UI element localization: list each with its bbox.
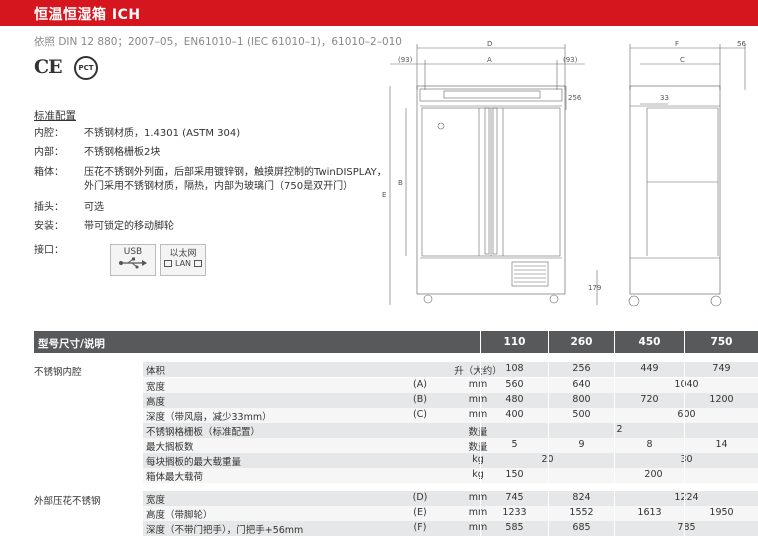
dim-179: 179 (588, 284, 601, 292)
dim-56: 56 (737, 40, 746, 48)
config-key: 内部： (34, 147, 64, 158)
dim-l93: (93) (398, 56, 413, 64)
config-value: 可选 (84, 202, 104, 213)
usb-label: USB (123, 247, 143, 257)
lan-label: LAN (174, 259, 192, 268)
spec-table-header: 型号尺寸/说明 110 260 450 750 (34, 331, 758, 353)
config-key: 接口： (34, 245, 64, 256)
dim-C: C (680, 56, 685, 64)
dim-256: 256 (568, 94, 582, 102)
config-value: 不锈钢材质，1.4301 (ASTM 304) (84, 128, 241, 139)
ce-mark: CE (34, 56, 63, 78)
config-value: 不锈钢格栅板2块 (84, 147, 161, 158)
pct-mark: PCT (74, 56, 98, 80)
dim-A: A (487, 56, 492, 64)
dim-B: B (398, 179, 403, 187)
ethernet-interface: 以太网 LAN (160, 244, 206, 276)
ethernet-label: 以太网 (169, 249, 197, 259)
dim-F: F (675, 40, 679, 48)
spec-header-label: 型号尺寸/说明 (38, 338, 105, 350)
config-key: 插头： (34, 202, 64, 213)
usb-icon (119, 257, 147, 269)
group-exterior: 外部压花不锈钢 (34, 496, 101, 507)
cert-logos: CE PCT (34, 56, 98, 80)
page-title: 恒温恒湿箱 ICH (34, 7, 141, 23)
config-value: 外门采用不锈钢材质，隔热，内部为玻璃门（750是双开门） (84, 181, 354, 192)
dim-D: D (487, 40, 492, 48)
usb-interface: USB (110, 244, 156, 276)
config-key: 箱体： (34, 167, 64, 178)
config-key: 内腔： (34, 128, 64, 139)
config-value: 带可锁定的移动脚轮 (84, 221, 174, 232)
lan-icon: LAN (161, 259, 205, 268)
standards-text: 依照 DIN 12 880；2007–05，EN61010–1 (IEC 610… (34, 36, 402, 48)
model-260: 260 (570, 336, 593, 348)
model-750: 750 (710, 336, 733, 348)
model-450: 450 (638, 336, 661, 348)
dim-33: 33 (660, 94, 669, 102)
technical-drawing: D A (93) (93) F 56 C 33 B E 256 179 (382, 40, 746, 307)
config-title: 标准配置 (34, 110, 76, 122)
table-row: 不锈钢格栅板（标准配置）数量 2 (143, 423, 758, 438)
model-110: 110 (503, 336, 526, 348)
config-key: 安装： (34, 221, 64, 232)
dim-E: E (382, 191, 386, 199)
config-value: 压花不锈钢外列面，后部采用镀锌钢，触摸屏控制的TwinDISPLAY， (84, 167, 387, 178)
group-inner-chamber: 不锈钢内腔 (34, 367, 82, 378)
title-bar: 恒温恒湿箱 ICH (0, 0, 758, 26)
dim-r93: (93) (563, 56, 578, 64)
